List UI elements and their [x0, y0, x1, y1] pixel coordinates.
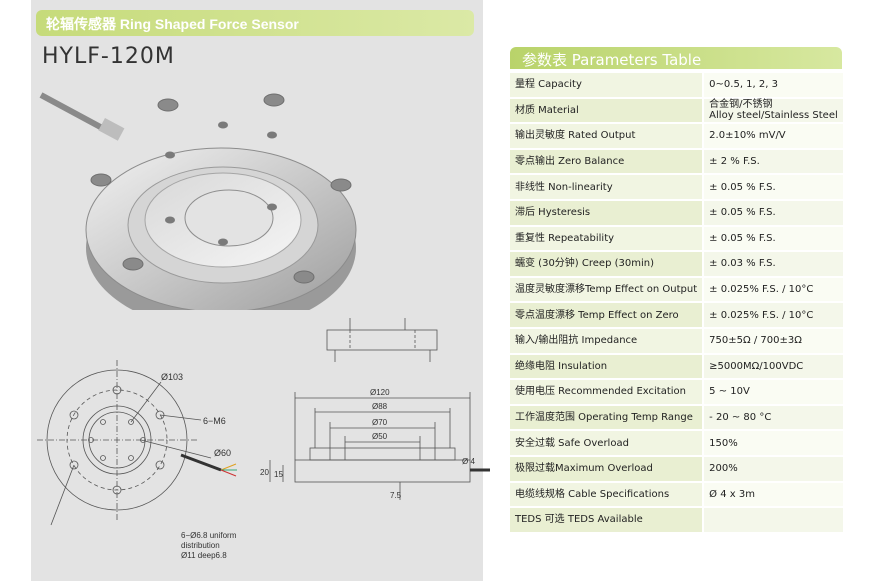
table-row: 零点温度漂移 Temp Effect on Zero± 0.025% F.S. … [510, 302, 843, 329]
param-label: 极限过载Maximum Overload [510, 455, 705, 483]
dim-d120: Ø120 [370, 388, 390, 397]
dim-d103: Ø103 [161, 372, 183, 382]
param-value: - 20 ~ 80 °C [703, 404, 843, 432]
table-row: 滞后 Hysteresis± 0.05 % F.S. [510, 199, 843, 227]
model-number: HYLF-120M [42, 44, 175, 69]
table-row: 蠕变 (30分钟) Creep (30min)± 0.03 % F.S. [510, 251, 843, 278]
param-label: 电缆线规格 Cable Specifications [510, 481, 705, 509]
product-photo [39, 92, 357, 310]
table-row: 绝缘电阻 Insulation≥5000MΩ/100VDC [510, 353, 843, 381]
param-value: 150% [703, 430, 843, 457]
dim-d70: Ø70 [372, 418, 388, 427]
param-value: ± 0.05 % F.S. [703, 174, 843, 201]
param-value: 200% [703, 455, 843, 483]
table-row: 非线性 Non-linearity± 0.05 % F.S. [510, 174, 843, 201]
dim-h15: 15 [274, 470, 283, 479]
product-title: 轮辐传感器 Ring Shaped Force Sensor [46, 16, 299, 32]
param-value-line2: Alloy steel/Stainless Steel [709, 110, 838, 122]
param-label: 输入/输出阻抗 Impedance [510, 327, 705, 355]
table-row: 重复性 Repeatability± 0.05 % F.S. [510, 225, 843, 253]
holes-note-line3: Ø11 deep6.8 [181, 551, 227, 560]
param-label: 安全过载 Safe Overload [510, 430, 705, 457]
param-label: 量程 Capacity [510, 73, 705, 99]
param-label: 蠕变 (30分钟) Creep (30min) [510, 251, 705, 278]
param-value: ± 0.025% F.S. / 10°C [703, 302, 843, 329]
param-value [703, 507, 843, 534]
holes-note-line2: distribution [181, 541, 220, 550]
holes-note-line1: 6−Ø6.8 uniform [181, 531, 237, 540]
dim-d50: Ø50 [372, 432, 388, 441]
top-view-drawing: Ø103 6−M6 Ø60 6−Ø6.8 uniform distributio… [37, 360, 237, 560]
param-label: TEDS 可选 TEDS Available [510, 507, 705, 534]
param-label: 重复性 Repeatability [510, 225, 705, 253]
param-label: 工作温度范围 Operating Temp Range [510, 404, 705, 432]
side-view-drawing: Ø120 Ø88 Ø70 Ø50 20 15 7.5 Ø 4 [260, 318, 490, 500]
param-value: 2.0±10% mV/V [703, 123, 843, 150]
dim-cable: Ø 4 [462, 457, 475, 466]
dim-h20: 20 [260, 468, 269, 477]
param-label: 使用电压 Recommended Excitation [510, 379, 705, 406]
param-label: 零点温度漂移 Temp Effect on Zero [510, 302, 705, 329]
param-value: ± 0.03 % F.S. [703, 251, 843, 278]
param-value: ± 0.05 % F.S. [703, 225, 843, 253]
param-value: ± 0.025% F.S. / 10°C [703, 276, 843, 304]
table-row: 工作温度范围 Operating Temp Range- 20 ~ 80 °C [510, 404, 843, 432]
param-value: 0~0.5, 1, 2, 3 [703, 73, 843, 99]
product-title-bar: 轮辐传感器 Ring Shaped Force Sensor [36, 10, 474, 36]
table-row: 温度灵敏度漂移Temp Effect on Output± 0.025% F.S… [510, 276, 843, 304]
param-label: 滞后 Hysteresis [510, 199, 705, 227]
dim-d60: Ø60 [214, 448, 231, 458]
param-label: 材质 Material [510, 97, 705, 125]
param-value: Ø 4 x 3m [703, 481, 843, 509]
table-row: TEDS 可选 TEDS Available [510, 507, 843, 534]
param-label: 零点输出 Zero Balance [510, 148, 705, 176]
param-value: ≥5000MΩ/100VDC [703, 353, 843, 381]
param-value: 5 ~ 10V [703, 379, 843, 406]
params-title: 参数表 Parameters Table [522, 51, 702, 69]
dim-6m6: 6−M6 [203, 416, 226, 426]
dim-d88: Ø88 [372, 402, 388, 411]
dim-h75: 7.5 [390, 491, 402, 500]
param-value: ± 0.05 % F.S. [703, 199, 843, 227]
params-title-bar: 参数表 Parameters Table [510, 47, 842, 69]
param-label: 非线性 Non-linearity [510, 174, 705, 201]
param-value: 750±5Ω / 700±3Ω [703, 327, 843, 355]
param-value-line1: 合金钢/不锈钢 [709, 99, 773, 111]
param-label: 绝缘电阻 Insulation [510, 353, 705, 381]
table-row: 零点输出 Zero Balance± 2 % F.S. [510, 148, 843, 176]
param-value: ± 2 % F.S. [703, 148, 843, 176]
param-label: 输出灵敏度 Rated Output [510, 123, 705, 150]
param-label: 温度灵敏度漂移Temp Effect on Output [510, 276, 705, 304]
